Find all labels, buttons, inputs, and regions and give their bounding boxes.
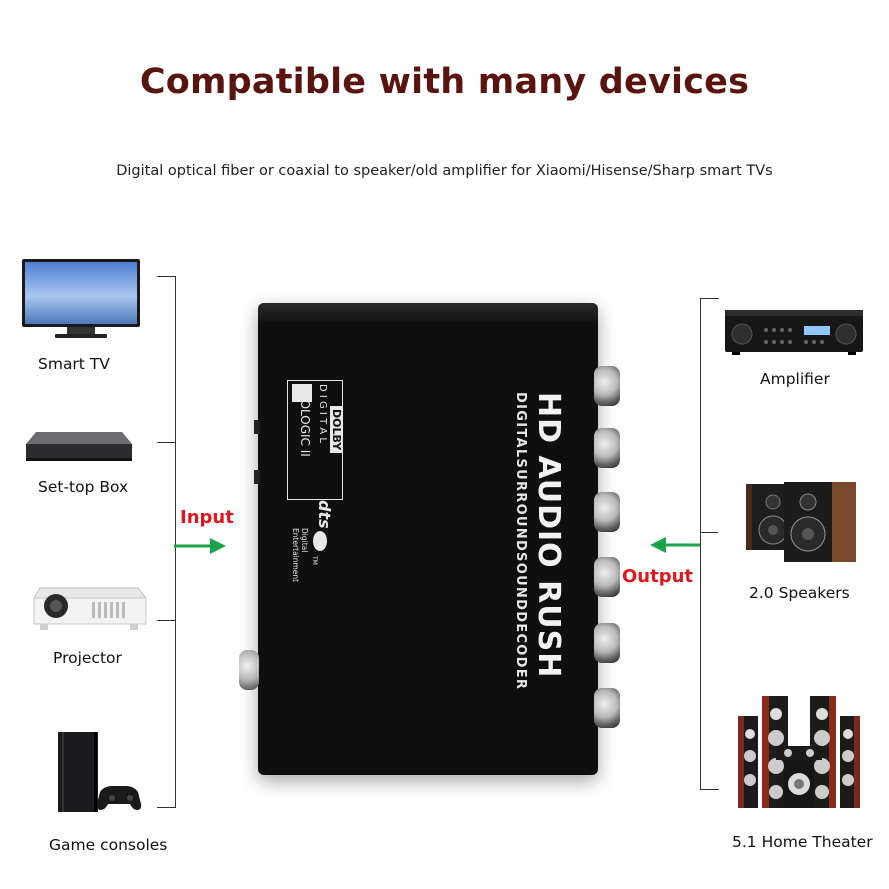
dts-swoosh-icon xyxy=(313,531,327,551)
rca-output-port xyxy=(594,492,620,532)
input-device-label-game-consoles: Game consoles xyxy=(49,836,168,854)
dolby-digital-text: D I G I T A L xyxy=(317,384,328,443)
dolby-mark: DOLBY xyxy=(330,406,343,454)
input-bracket xyxy=(157,276,176,808)
input-label: Input xyxy=(180,507,234,528)
device-notch xyxy=(254,470,260,484)
dts-logo: dts xyxy=(315,500,334,529)
projector-icon xyxy=(30,580,148,636)
home-theater-icon xyxy=(736,694,862,814)
output-device-label-home-theater: 5.1 Home Theater xyxy=(732,833,873,851)
rca-output-port xyxy=(594,623,620,663)
page-subtitle: Digital optical fiber or coaxial to spea… xyxy=(116,163,773,179)
product-tagline: DIGITALSURROUNDSOUNDDECODER xyxy=(513,392,528,691)
page-title: Compatible with many devices xyxy=(139,62,750,102)
game-console-icon xyxy=(54,728,146,814)
dolby-prologic-text: PROLOGIC II xyxy=(298,384,312,457)
rca-output-port xyxy=(594,688,620,728)
rca-output-port xyxy=(594,428,620,468)
input-jack xyxy=(239,650,259,690)
output-bracket xyxy=(700,298,719,790)
dts-digital-text: Digital xyxy=(300,528,309,553)
device-top-edge xyxy=(258,303,598,321)
device-notch xyxy=(254,420,260,434)
output-device-label-amplifier: Amplifier xyxy=(760,370,830,388)
stereo-speakers-icon xyxy=(744,478,858,564)
dts-tm: TM xyxy=(311,556,318,565)
output-label: Output xyxy=(622,566,694,587)
smart-tv-icon xyxy=(21,258,141,340)
input-device-label-smart-tv: Smart TV xyxy=(38,355,110,373)
output-arrow-icon xyxy=(650,536,700,554)
dts-entertainment-text: Entertainment xyxy=(291,528,300,583)
rca-output-port xyxy=(594,366,620,406)
input-bracket-tick xyxy=(157,442,175,443)
set-top-box-icon xyxy=(24,430,134,464)
input-device-label-set-top-box: Set-top Box xyxy=(38,478,129,496)
output-bracket-tick xyxy=(700,532,718,533)
dolby-dd-icon xyxy=(292,384,312,402)
product-brand-title: HD AUDIO RUSH xyxy=(531,392,566,679)
output-device-label-2-0-speakers: 2.0 Speakers xyxy=(749,584,850,602)
amplifier-icon xyxy=(724,308,864,356)
input-device-label-projector: Projector xyxy=(53,649,122,667)
rca-output-port xyxy=(594,557,620,597)
input-arrow-icon xyxy=(174,537,226,555)
input-bracket-tick xyxy=(157,620,175,621)
